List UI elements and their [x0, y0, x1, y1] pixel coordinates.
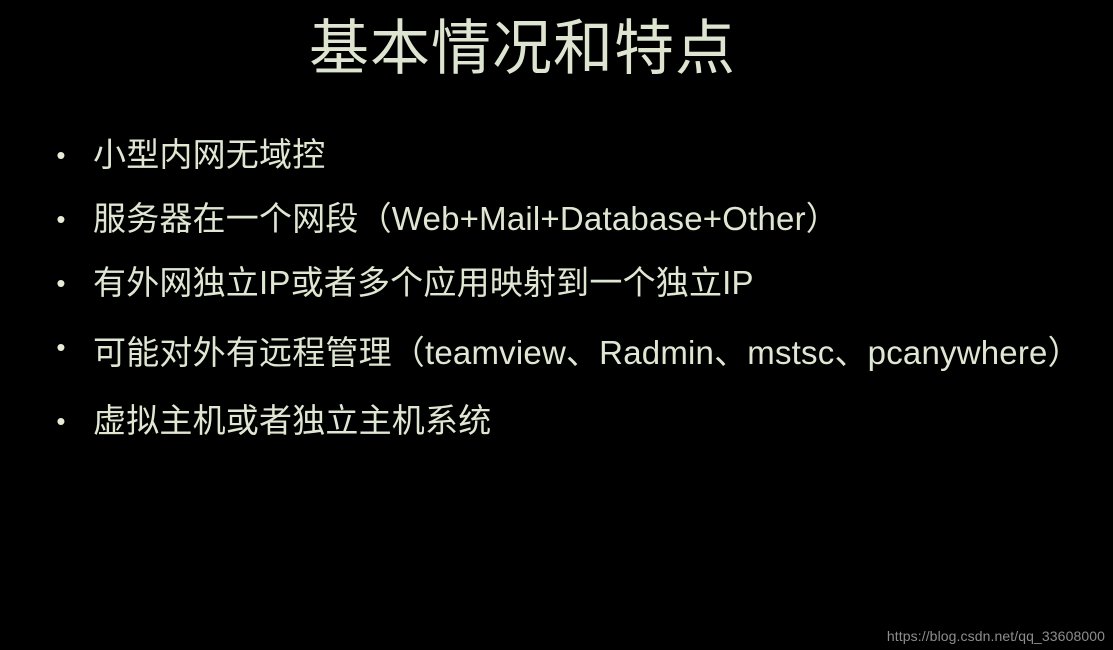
list-item: • 小型内网无域控	[42, 134, 1092, 177]
list-item-label: 有外网独立IP或者多个应用映射到一个独立IP	[93, 263, 754, 301]
list-item-label: 可能对外有远程管理（teamview、Radmin、mstsc、pcanywhe…	[93, 333, 1081, 371]
list-item: • 服务器在一个网段（Web+Mail+Database+Other）	[42, 198, 1092, 241]
bullet-dot-icon: •	[56, 331, 66, 362]
bullet-list: • 小型内网无域控 • 服务器在一个网段（Web+Mail+Database+O…	[42, 134, 1092, 443]
bullet-dot-icon: •	[56, 140, 66, 170]
bullet-dot-icon: •	[56, 203, 66, 234]
bullet-dot-icon: •	[56, 406, 66, 437]
list-item: • 有外网独立IP或者多个应用映射到一个独立IP	[42, 262, 1092, 305]
list-item: • 可能对外有远程管理（teamview、Radmin、mstsc、pcanyw…	[42, 326, 1092, 379]
watermark-url: https://blog.csdn.net/qq_33608000	[886, 628, 1105, 644]
list-item-label: 小型内网无域控	[93, 136, 326, 173]
page-title: 基本情况和特点	[309, 15, 736, 82]
list-item-label: 服务器在一个网段（Web+Mail+Database+Other）	[93, 199, 839, 237]
list-item: • 虚拟主机或者独立主机系统	[42, 400, 1092, 443]
bullet-dot-icon: •	[56, 267, 66, 298]
list-item-label: 虚拟主机或者独立主机系统	[93, 402, 492, 440]
